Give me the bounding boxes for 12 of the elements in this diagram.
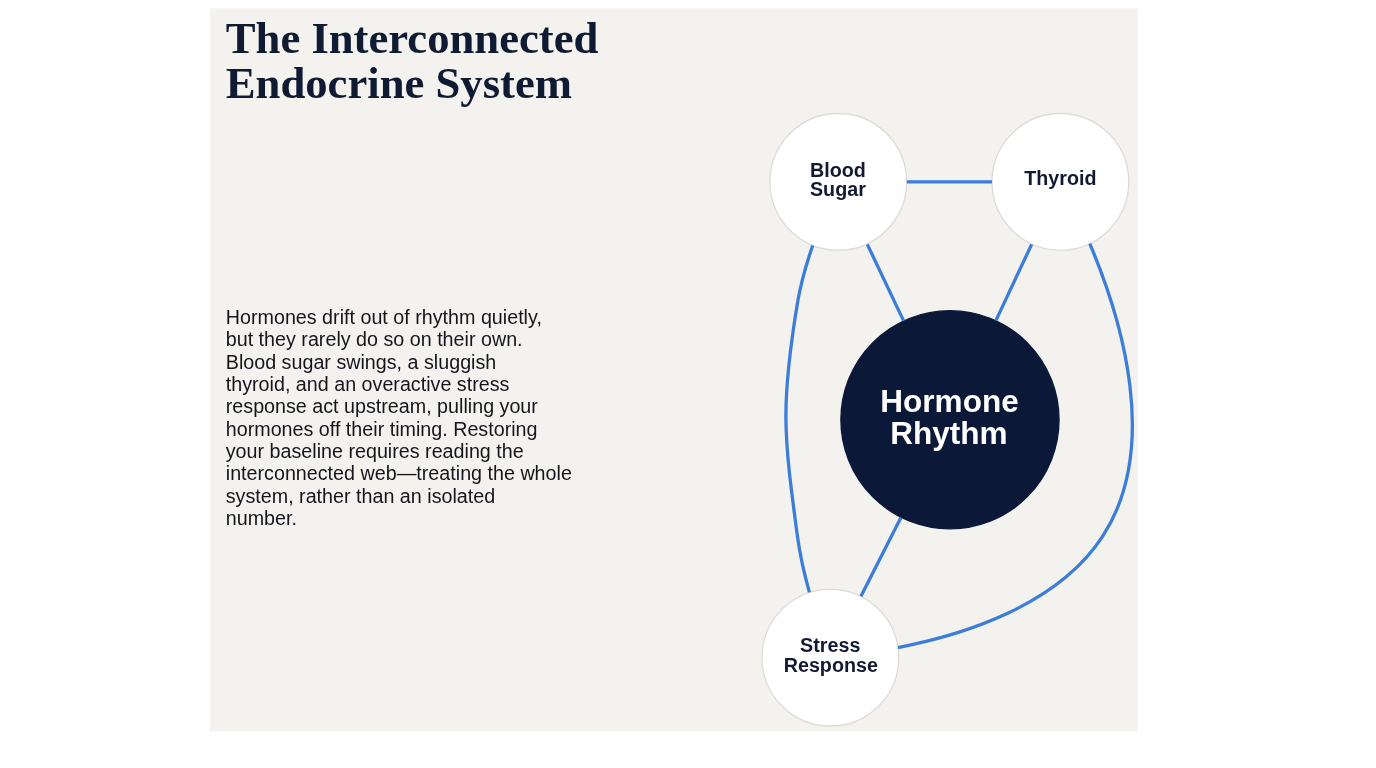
connector bbox=[859, 516, 903, 597]
node-circle: Thyroid bbox=[991, 112, 1130, 251]
label: Hormones drift out of rhythm quietly, but they rarely do so on their own. Blood sugar swings, a sluggish thyroid, and an overactive stress response act upstream, pulling your hormones off their timing. Restoring your baseline requires reading the interconnected web—treating the whole system, rather than an isolated number. bbox=[225, 305, 572, 529]
diagram-title: The Interconnected Endocrine System bbox=[225, 13, 599, 108]
connector bbox=[865, 243, 905, 322]
connector bbox=[784, 244, 815, 593]
connector bbox=[906, 180, 992, 184]
node-circle: Stress Response bbox=[761, 588, 900, 727]
node-circle: Hormone Rhythm bbox=[840, 310, 1060, 530]
node-circle: Blood Sugar bbox=[769, 112, 908, 251]
connector bbox=[897, 243, 1134, 650]
connector bbox=[994, 243, 1034, 322]
